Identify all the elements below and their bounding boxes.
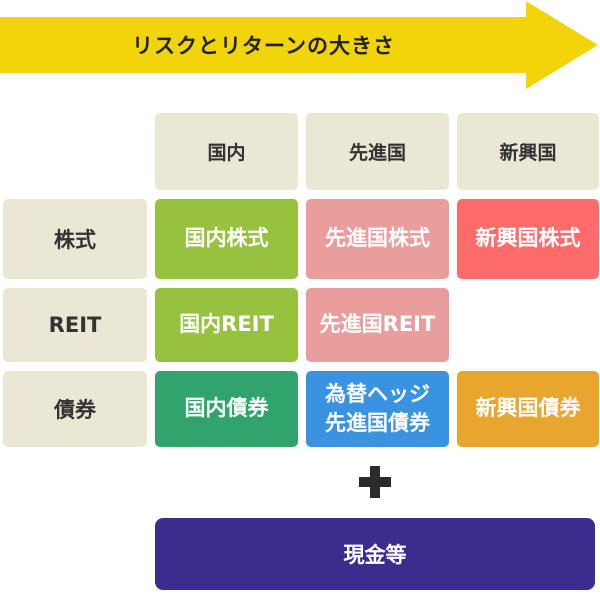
- cell-domestic-equity: 国内株式: [155, 199, 298, 279]
- cell-hedged-developed-bond: 為替ヘッジ 先進国債券: [306, 371, 449, 447]
- risk-return-arrow-label: リスクとリターンの大きさ: [132, 34, 395, 58]
- column-header-domestic: 国内: [155, 113, 298, 190]
- cell-emerging-equity: 新興国株式: [457, 199, 599, 279]
- risk-return-arrow-body: リスクとリターンの大きさ: [0, 17, 527, 73]
- plus-icon: [359, 466, 391, 498]
- asset-class-matrix: 国内 先進国 新興国 株式 国内株式 先進国株式 新興国株式 REIT 国内RE…: [3, 113, 599, 447]
- column-header-developed: 先進国: [306, 113, 449, 190]
- row-header-bond: 債券: [3, 371, 147, 447]
- cell-developed-equity: 先進国株式: [306, 199, 449, 279]
- cell-emerging-bond: 新興国債券: [457, 371, 599, 447]
- column-header-emerging: 新興国: [457, 113, 599, 190]
- cash-box: 現金等: [155, 518, 595, 590]
- arrow-right-icon: [526, 1, 598, 89]
- cell-domestic-bond: 国内債券: [155, 371, 298, 447]
- cell-developed-reit: 先進国REIT: [306, 288, 449, 362]
- cell-emerging-reit-empty: [457, 288, 599, 362]
- matrix-corner-empty: [3, 113, 147, 190]
- row-header-reit: REIT: [3, 288, 147, 362]
- cell-domestic-reit: 国内REIT: [155, 288, 298, 362]
- row-header-equity: 株式: [3, 199, 147, 279]
- risk-return-arrow: リスクとリターンの大きさ: [0, 0, 600, 100]
